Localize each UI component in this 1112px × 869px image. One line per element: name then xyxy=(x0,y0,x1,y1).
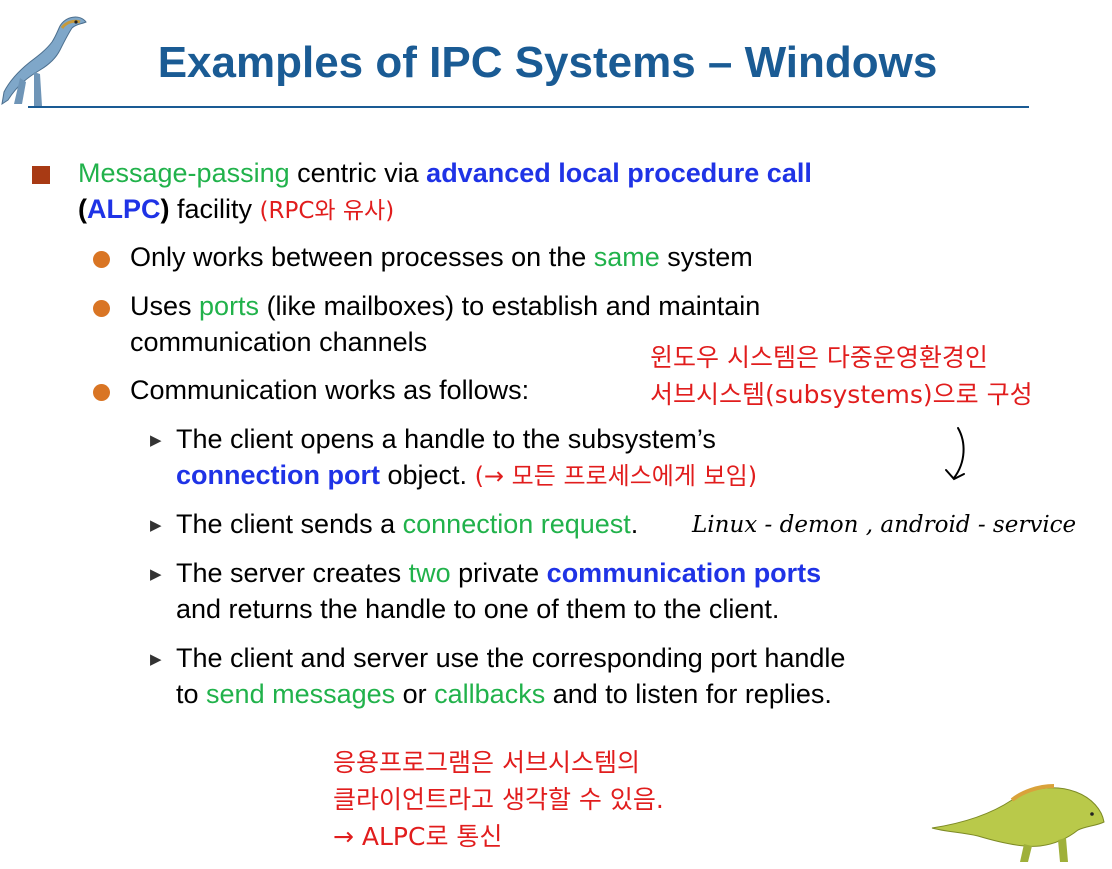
step-1-line2: connection port object. (→ 모든 프로세스에게 보임) xyxy=(176,460,758,490)
square-bullet-icon xyxy=(32,166,50,184)
step-4-line2: to send messages or callbacks and to lis… xyxy=(176,679,832,709)
subsystem-note: 윈도우 시스템은 다중운영환경인 서브시스템(subsystems)으로 구성 xyxy=(650,343,1033,409)
title-divider xyxy=(28,106,1029,108)
visible-note: (→ 모든 프로세스에게 보임) xyxy=(474,462,758,490)
dinosaur-icon xyxy=(931,784,1105,862)
sub-bullet-2-line2: communication channels xyxy=(130,327,428,357)
triangle-bullet-icon: ▶ xyxy=(150,432,162,449)
rpc-note: (RPC와 유사) xyxy=(259,198,395,224)
main-bullet-line1: Message-passing centric via advanced loc… xyxy=(78,158,812,188)
sub-bullet-2-line1: Uses ports (like mailboxes) to establish… xyxy=(130,291,761,321)
arrow-down-icon xyxy=(945,427,965,481)
main-bullet-line2: (ALPC) facility (RPC와 유사) xyxy=(78,194,395,224)
step-4-line1: The client and server use the correspond… xyxy=(176,643,846,673)
handwriting-note: Linux - demon , android - service xyxy=(692,512,1077,538)
application-note: 응용프로그램은 서브시스템의 클라이언트라고 생각할 수 있음. → ALPC로… xyxy=(333,748,664,851)
step-3-line2: and returns the handle to one of them to… xyxy=(176,594,780,624)
triangle-bullet-icon: ▶ xyxy=(150,566,162,583)
dinosaur-icon xyxy=(1,16,87,106)
dot-bullet-icon xyxy=(93,300,110,317)
triangle-bullet-icon: ▶ xyxy=(150,517,162,534)
triangle-bullet-icon: ▶ xyxy=(150,651,162,668)
step-3-line1: The server creates two private communica… xyxy=(176,558,822,588)
sub-bullet-3: Communication works as follows: xyxy=(130,375,530,405)
dot-bullet-icon xyxy=(93,384,110,401)
sub-bullet-1: Only works between processes on the same… xyxy=(130,242,753,272)
page-title: Examples of IPC Systems – Windows xyxy=(157,38,938,87)
step-1-line1: The client opens a handle to the subsyst… xyxy=(176,424,716,454)
step-2: The client sends a connection request. xyxy=(176,509,639,539)
dot-bullet-icon xyxy=(93,251,110,268)
